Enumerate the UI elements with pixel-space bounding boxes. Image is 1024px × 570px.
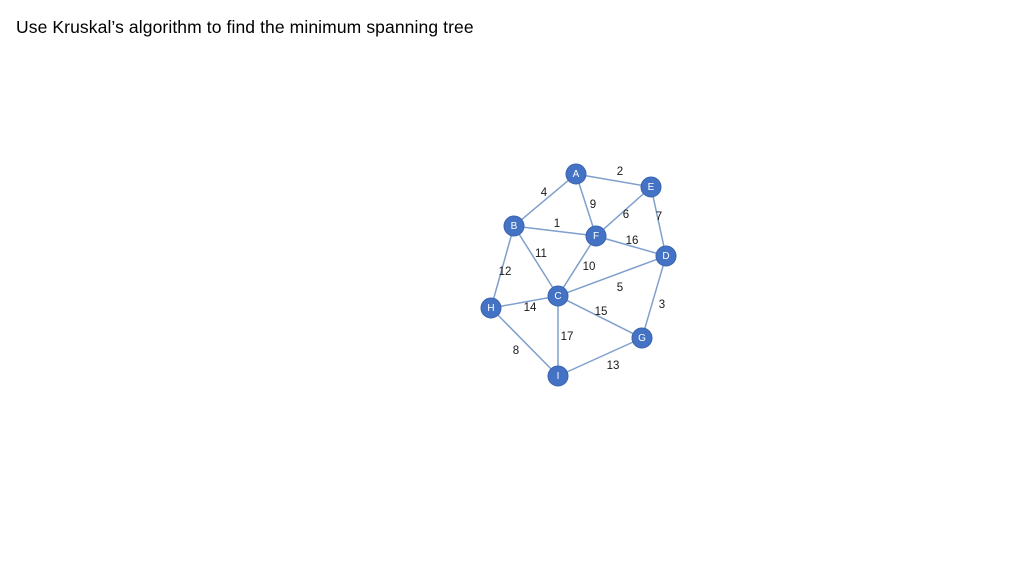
graph-edge-g-i	[566, 341, 634, 373]
node-circle-h	[480, 297, 502, 319]
edge-weight-e-d: 7	[656, 211, 662, 223]
edge-weight-b-h: 12	[499, 266, 512, 278]
graph-node-f: F	[585, 225, 607, 247]
graph-node-i: I	[547, 365, 569, 387]
edge-weight-c-d: 5	[617, 282, 623, 294]
graph-edge-f-d	[604, 237, 658, 255]
node-label-b: B	[511, 221, 518, 232]
graph-edge-e-d	[652, 196, 665, 247]
graph-edge-e-f	[602, 192, 645, 231]
edge-weight-a-e: 2	[617, 166, 623, 178]
node-label-a: A	[573, 169, 580, 180]
edge-weight-c-g: 15	[595, 306, 608, 318]
edge-weight-d-g: 3	[659, 299, 665, 311]
node-circle-d	[655, 245, 677, 267]
node-circle-a	[565, 163, 587, 185]
graph-edge-c-d	[566, 258, 658, 294]
edge-weight-h-i: 8	[513, 345, 519, 357]
node-label-d: D	[662, 251, 669, 262]
graph-edge-c-g	[566, 299, 634, 335]
graph-node-b: B	[503, 215, 525, 237]
node-label-g: G	[638, 333, 646, 344]
graph-edge-b-c	[518, 233, 554, 289]
node-label-c: C	[554, 291, 561, 302]
graph-edge-h-i	[497, 314, 552, 370]
node-label-e: E	[648, 182, 655, 193]
edge-weight-c-i: 17	[561, 331, 574, 343]
node-label-i: I	[557, 371, 560, 382]
page-title: Use Kruskal’s algorithm to find the mini…	[16, 17, 474, 37]
graph-node-a: A	[565, 163, 587, 185]
edge-weight-c-h: 14	[524, 302, 537, 314]
node-circle-g	[631, 327, 653, 349]
graph-edge-b-h	[492, 234, 513, 300]
graph-nodes-group: A B C D E F G H I	[480, 163, 677, 387]
edge-weight-b-f: 1	[554, 218, 560, 230]
edge-weight-f-c: 10	[583, 261, 596, 273]
node-label-f: F	[593, 231, 599, 242]
graph-node-g: G	[631, 327, 653, 349]
graph-edge-a-e	[585, 174, 642, 187]
graph-node-d: D	[655, 245, 677, 267]
node-circle-c	[547, 285, 569, 307]
graph-node-e: E	[640, 176, 662, 198]
graph-edge-f-c	[562, 243, 592, 289]
node-circle-e	[640, 176, 662, 198]
graph-node-h: H	[480, 297, 502, 319]
graph-edge-c-h	[500, 297, 549, 307]
graph-edge-b-f	[523, 226, 587, 236]
edge-weight-g-i: 13	[607, 360, 620, 372]
graph-node-c: C	[547, 285, 569, 307]
edge-weight-e-f: 6	[623, 209, 629, 221]
node-label-h: H	[487, 303, 494, 314]
node-circle-f	[585, 225, 607, 247]
graph-edge-a-b	[520, 179, 570, 221]
edge-weight-a-b: 4	[541, 187, 548, 199]
graph-edge-a-f	[578, 182, 594, 228]
node-circle-b	[503, 215, 525, 237]
graph-edge-d-g	[644, 264, 664, 330]
edge-weight-a-f: 9	[590, 199, 596, 211]
graph-edges-group	[492, 174, 665, 373]
node-circle-i	[547, 365, 569, 387]
edge-weight-b-c: 11	[535, 248, 547, 260]
edge-weight-f-d: 16	[626, 235, 639, 247]
